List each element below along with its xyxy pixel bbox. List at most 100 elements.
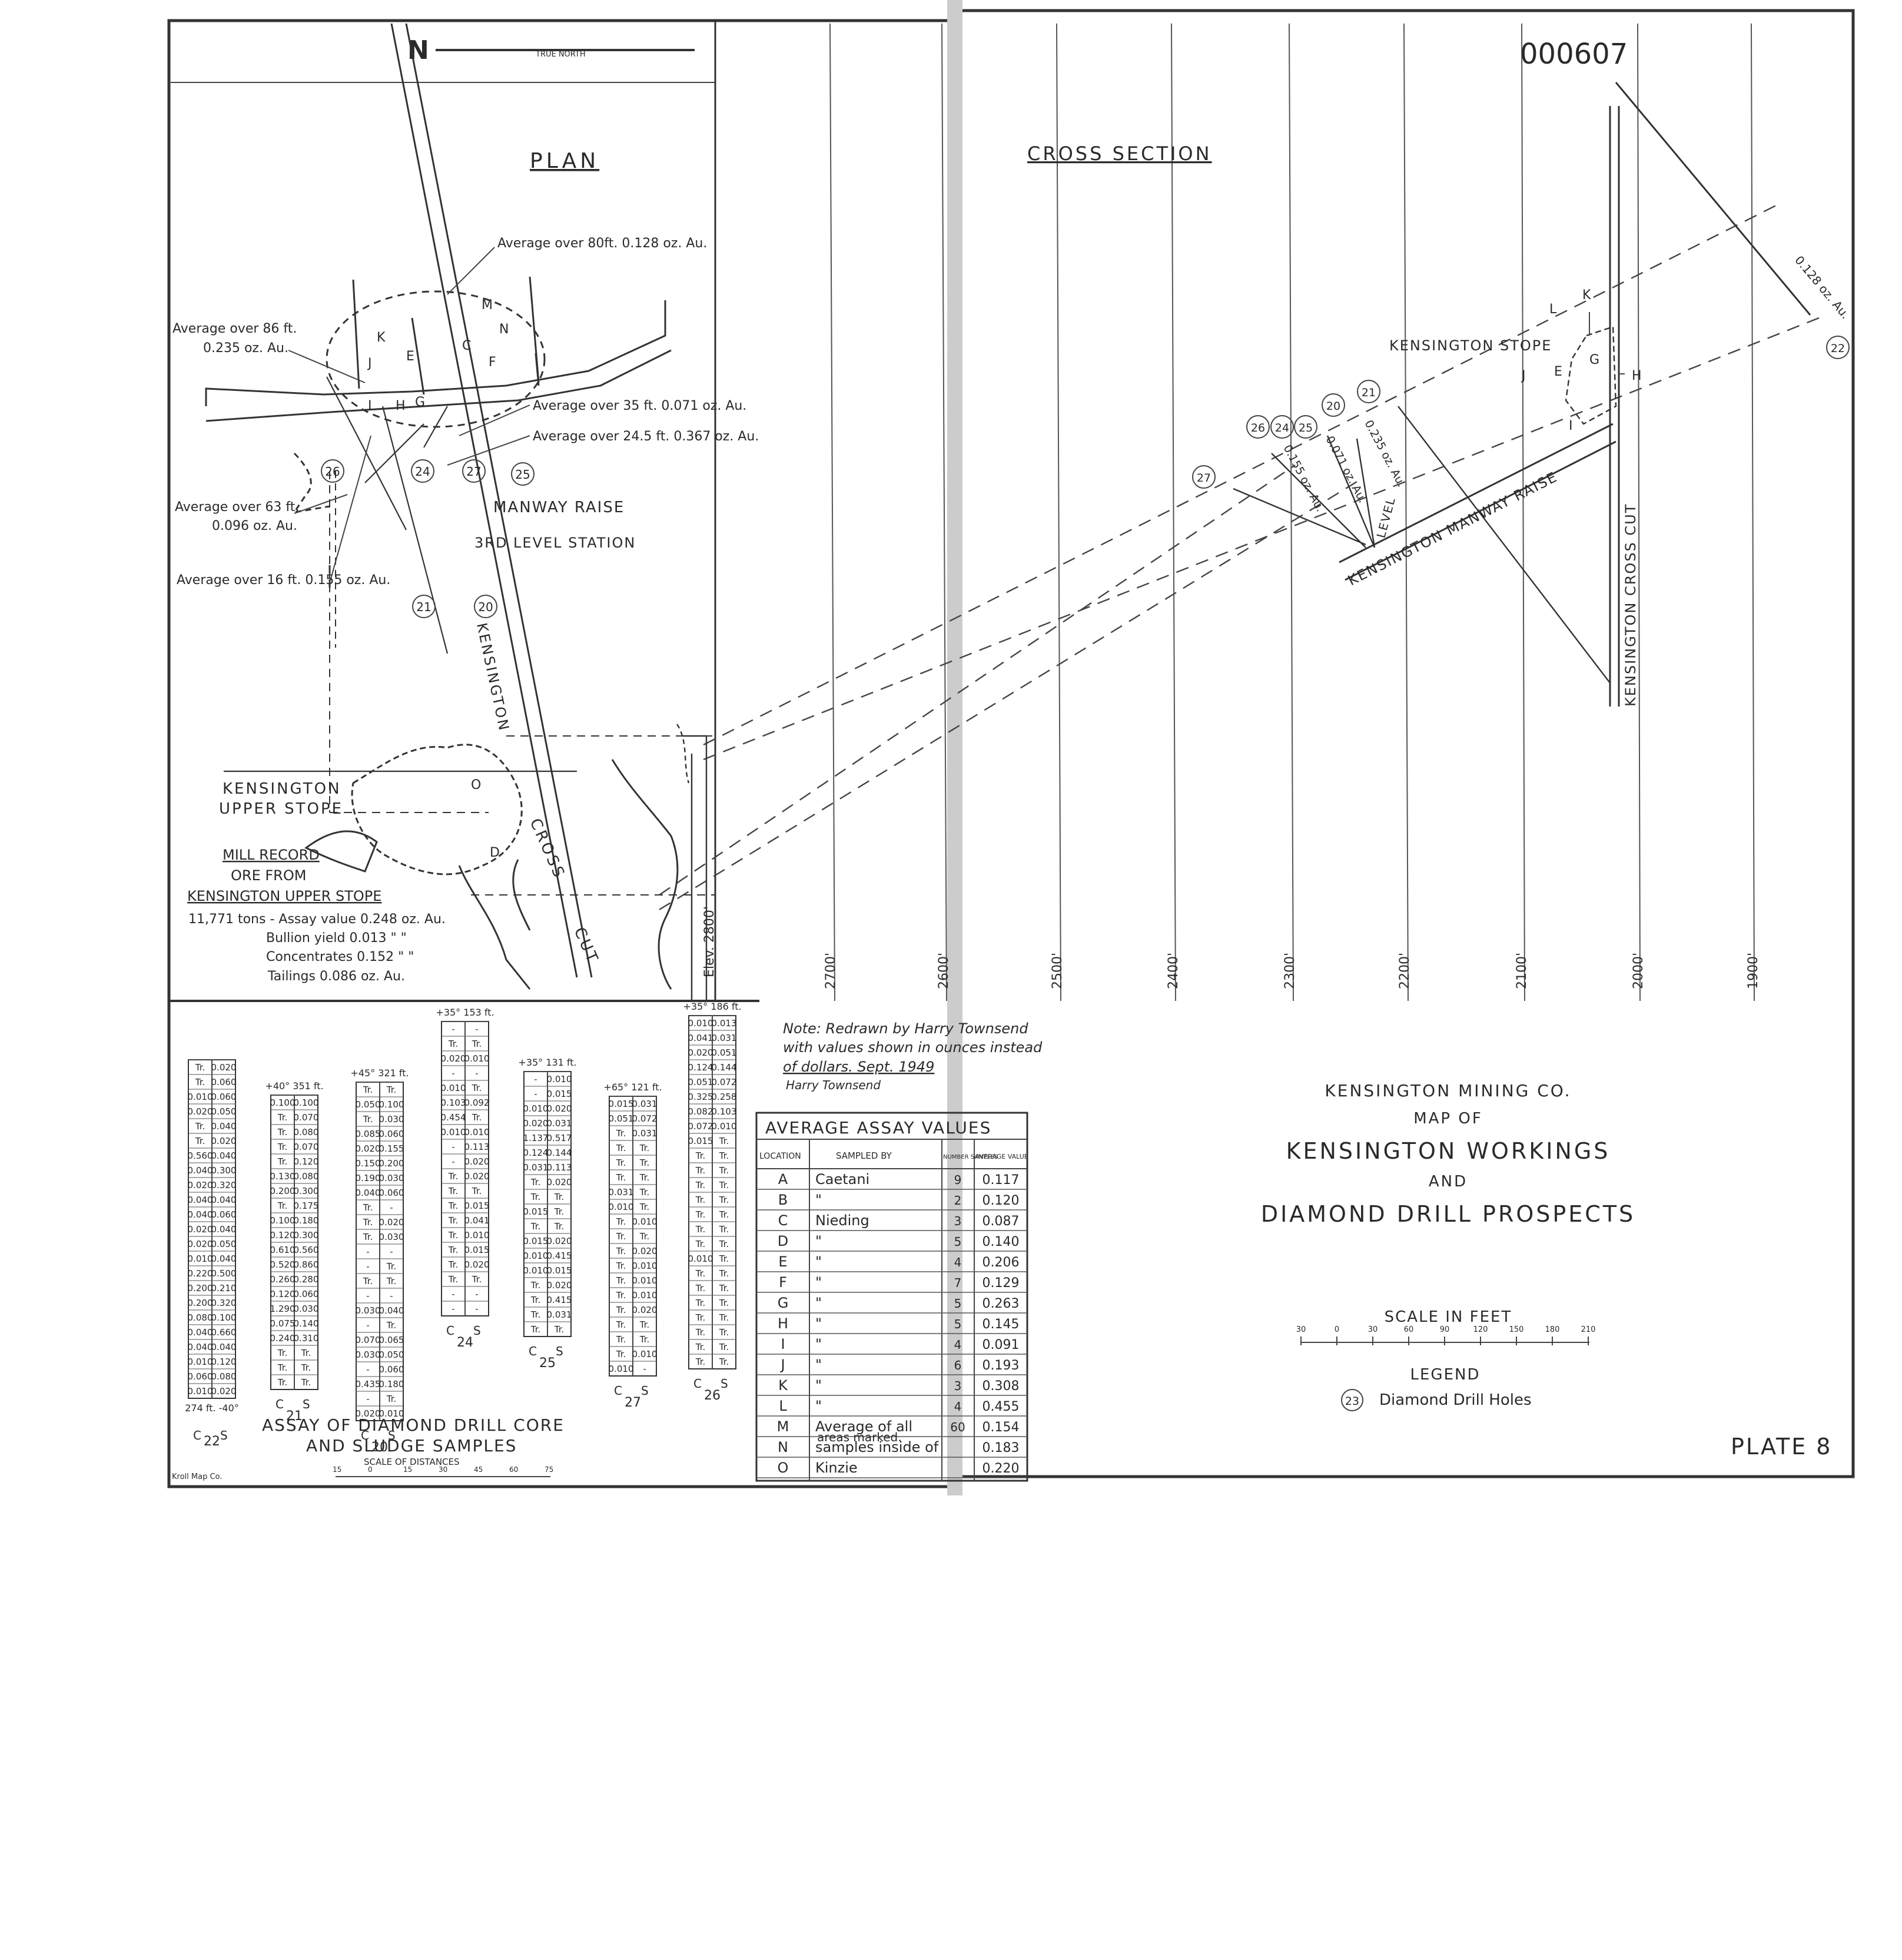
assay-cell-c: Tr.	[363, 1217, 373, 1228]
cross-section-cross-cut-label: KENSINGTON CROSS CUT	[1622, 503, 1639, 707]
assay-cell-s: Tr.	[639, 1143, 650, 1153]
drill-hole-column-22: Tr.0.020Tr.0.0600.0100.0600.0200.050Tr.0…	[185, 1059, 239, 1449]
assay-scale-tick-5: 60	[509, 1465, 518, 1474]
assay-cell-c: Tr.	[530, 1324, 541, 1335]
assay-cell-s: 0.020	[211, 1386, 237, 1397]
assay-cell-c: Tr.	[530, 1177, 541, 1188]
assay-cell-s: 0.015	[464, 1245, 490, 1255]
assay-cell-c: -	[452, 1024, 454, 1034]
assay-cell-s: Tr.	[554, 1192, 565, 1202]
average-assay-cell: 6	[954, 1358, 962, 1372]
feet-scale-tick-label: 210	[1581, 1325, 1596, 1334]
assay-cell-s: 0.517	[547, 1133, 572, 1143]
plan-third-level-station-label: 3RD LEVEL STATION	[474, 535, 636, 551]
assay-cell-c: Tr.	[277, 1156, 288, 1167]
assay-cell-c: -	[452, 1156, 454, 1167]
assay-cell-c: -	[452, 1068, 454, 1079]
assay-cell-c: 0.124	[688, 1062, 713, 1073]
average-assay-cell: Caetani	[815, 1171, 869, 1188]
average-assay-cell: samples inside of	[815, 1439, 939, 1455]
average-assay-title: AVERAGE ASSAY VALUES	[765, 1118, 991, 1137]
assay-cell-s: 0.060	[379, 1364, 404, 1375]
assay-cell-c: 0.010	[441, 1083, 466, 1093]
plan-drill-holes: 26 24 27 25 21 20	[321, 459, 535, 618]
plan-drill-hole-20: 20	[478, 600, 493, 614]
assay-cell-c: 0.010	[188, 1386, 213, 1397]
drill-hole-id-25: 25	[539, 1356, 556, 1371]
plan-location-letters: M K N C J E F I H G O D	[367, 298, 509, 860]
drill-hole-top-24: +35° 153 ft.	[436, 1007, 494, 1018]
assay-cell-c: 0.060	[188, 1371, 213, 1382]
plan-annotation-35ft: Average over 35 ft. 0.071 oz. Au.	[533, 399, 746, 413]
assay-cell-s: 0.010	[464, 1127, 490, 1137]
assay-cell-c: 0.325	[688, 1092, 713, 1102]
assay-cell-s: 0.415	[547, 1251, 572, 1261]
average-assay-cell: G	[778, 1295, 789, 1311]
sheet-id-number: 000607	[1520, 38, 1628, 71]
drill-hole-c-label: C	[361, 1428, 369, 1442]
feet-scale-tick-label: 120	[1473, 1325, 1488, 1334]
average-assay-cell: Average of all	[815, 1418, 912, 1435]
plan-drill-hole-26: 26	[325, 465, 340, 479]
assay-cell-c: Tr.	[277, 1377, 288, 1388]
assay-cell-s: 0.320	[211, 1298, 237, 1308]
assay-cell-c: 0.041	[688, 1033, 713, 1043]
average-assay-cell: "	[815, 1398, 822, 1414]
assay-cell-c: Tr.	[616, 1158, 626, 1168]
assay-cell-c: 0.020	[356, 1408, 381, 1419]
elevation-label-2200: 2200'	[1398, 953, 1412, 989]
assay-cell-c: 0.040	[188, 1327, 213, 1338]
assay-cell-c: 0.020	[441, 1053, 466, 1064]
assay-cell-s: 0.040	[211, 1121, 237, 1132]
average-assay-cell: C	[778, 1212, 788, 1229]
assay-cell-s: 0.060	[211, 1077, 237, 1087]
elevation-grid	[829, 23, 1755, 1001]
drill-hole-bottom-22: 274 ft. -40°	[185, 1402, 239, 1414]
assay-cell-c: 0.040	[356, 1188, 381, 1198]
section-drill-hole-22: 22	[1831, 342, 1845, 355]
assay-cell-s: 0.140	[294, 1318, 319, 1329]
assay-cell-c: 0.435	[356, 1379, 381, 1389]
assay-cell-c: 0.040	[188, 1209, 213, 1220]
elevation-label-1900: 1900'	[1746, 953, 1761, 989]
elevation-label-2500: 2500'	[1050, 953, 1065, 989]
assay-cell-s: -	[475, 1024, 478, 1034]
assay-scale-tick-2: 15	[403, 1465, 412, 1474]
assay-cell-s: Tr.	[472, 1186, 482, 1196]
assay-cell-c: 0.010	[188, 1357, 213, 1367]
assay-cell-c: Tr.	[616, 1290, 626, 1301]
assay-cell-s: -	[475, 1068, 478, 1079]
average-assay-cell: Nieding	[815, 1212, 869, 1229]
assay-cell-c: -	[366, 1320, 369, 1331]
average-assay-header-location: LOCATION	[759, 1152, 801, 1161]
section-drill-hole-21: 21	[1362, 386, 1376, 399]
assay-cell-c: 0.080	[188, 1312, 213, 1323]
plan-annotation-16ft: Average over 16 ft. 0.155 oz. Au.	[177, 573, 390, 588]
section-letter-h: H	[1632, 369, 1642, 383]
cross-section-workings	[611, 82, 1820, 1001]
assay-cell-c: 1.137	[523, 1133, 549, 1143]
assay-scale-label: SCALE OF DISTANCES	[364, 1457, 460, 1467]
mill-record-line-7: Tailings 0.086 oz. Au.	[267, 969, 405, 984]
assay-cell-s: Tr.	[386, 1320, 397, 1331]
average-assay-cell: 0.091	[982, 1338, 1020, 1352]
average-assay-cell: "	[815, 1295, 822, 1311]
assay-cell-c: 0.020	[188, 1180, 213, 1190]
assay-scale-tick-4: 45	[474, 1465, 483, 1474]
assay-scale-bar: 15 0 15 30 45 60 75	[333, 1465, 553, 1477]
assay-cell-c: Tr.	[448, 1215, 459, 1226]
section-letter-g: G	[1589, 353, 1599, 367]
assay-cell-s: 0.060	[211, 1092, 237, 1102]
assay-cell-s: Tr.	[719, 1253, 729, 1264]
section-drill-hole-20: 20	[1326, 400, 1340, 413]
assay-cell-s: 0.031	[547, 1309, 572, 1320]
assay-cell-c: Tr.	[363, 1085, 373, 1095]
assay-columns-group: Tr.0.020Tr.0.0600.0100.0600.0200.050Tr.0…	[185, 1001, 741, 1455]
assay-cell-s: 0.031	[712, 1033, 737, 1043]
assay-cell-s: Tr.	[639, 1158, 650, 1168]
drill-hole-c-label: C	[693, 1377, 702, 1391]
average-assay-cell: 0.117	[982, 1173, 1020, 1188]
scale-in-feet-title: SCALE IN FEET	[1385, 1308, 1512, 1326]
plan-letter-e: E	[406, 349, 414, 364]
assay-cell-c: 0.085	[356, 1129, 381, 1139]
